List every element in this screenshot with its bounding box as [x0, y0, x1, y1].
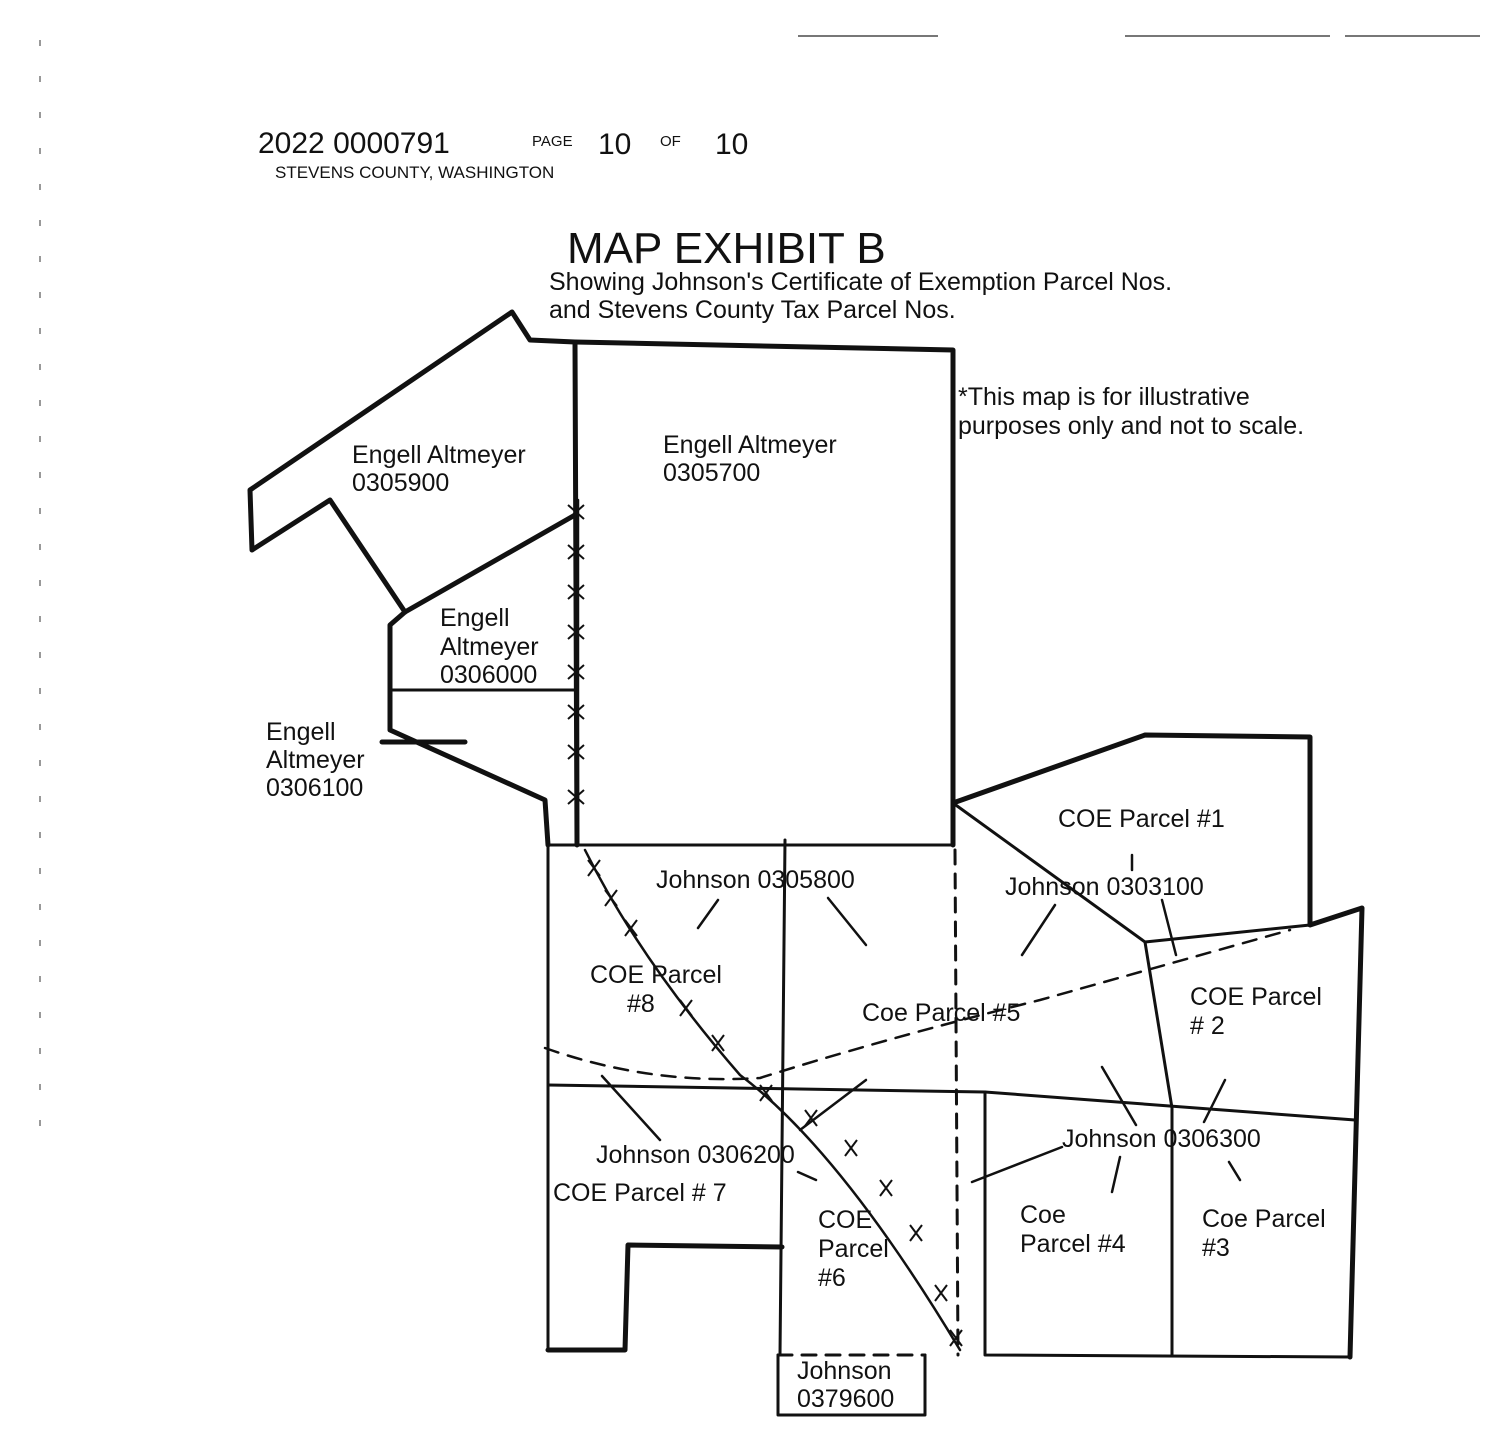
parcel-label-0379600: Johnson 0379600 [797, 1357, 894, 1413]
svg-text:0305700: 0305700 [663, 459, 760, 487]
parcel-boundaries [247, 309, 1365, 1417]
parcel-label-0303100: Johnson 0303100 [1005, 873, 1204, 901]
recording-number: 2022 0000791 [258, 127, 450, 160]
map-note-1: *This map is for illustrative [958, 383, 1250, 411]
hatch-marks [567, 504, 963, 1347]
parcel-label-coe-6: COE Parcel #6 [818, 1206, 889, 1292]
svg-text:Parcel #4: Parcel #4 [1020, 1230, 1126, 1258]
svg-text:0306100: 0306100 [266, 774, 363, 802]
svg-text:Altmeyer: Altmeyer [440, 633, 539, 661]
parcel-label-0306100: Engell Altmeyer 0306100 [266, 718, 365, 802]
map-subtitle-2: and Stevens County Tax Parcel Nos. [549, 296, 956, 324]
svg-text:#8: #8 [627, 990, 655, 1018]
page-total: 10 [715, 128, 748, 161]
svg-text:0306000: 0306000 [440, 661, 537, 689]
map-subtitle-1: Showing Johnson's Certificate of Exempti… [549, 268, 1172, 296]
svg-text:# 2: # 2 [1190, 1012, 1225, 1040]
svg-text:Engell: Engell [440, 604, 510, 632]
leader-lines [600, 853, 1242, 1194]
map-note-2: purposes only and not to scale. [958, 412, 1304, 440]
parcel-label-coe-7: COE Parcel # 7 [553, 1179, 727, 1207]
county-label: STEVENS COUNTY, WASHINGTON [275, 163, 554, 182]
parcel-label-coe-3: Coe Parcel #3 [1202, 1205, 1326, 1262]
svg-text:Johnson: Johnson [797, 1357, 892, 1385]
parcel-label-0305900: Engell Altmeyer 0305900 [352, 441, 526, 497]
svg-text:Engell: Engell [266, 718, 336, 746]
parcel-label-coe-8: COE Parcel #8 [590, 961, 722, 1018]
map-title: MAP EXHIBIT B [567, 224, 886, 273]
svg-text:0305900: 0305900 [352, 469, 449, 497]
svg-text:Parcel: Parcel [818, 1235, 889, 1263]
page-word: PAGE [532, 133, 573, 150]
parcel-label-coe-1: COE Parcel #1 [1058, 805, 1225, 833]
svg-text:Altmeyer: Altmeyer [266, 746, 365, 774]
svg-text:COE: COE [818, 1206, 872, 1234]
svg-text:COE Parcel: COE Parcel [1190, 983, 1322, 1011]
parcel-label-0305800: Johnson 0305800 [656, 866, 855, 894]
parcel-label-0306000: Engell Altmeyer 0306000 [440, 604, 539, 689]
svg-text:Coe Parcel: Coe Parcel [1202, 1205, 1326, 1233]
svg-text:#3: #3 [1202, 1234, 1230, 1262]
svg-text:Coe: Coe [1020, 1201, 1066, 1229]
of-word: OF [660, 133, 681, 150]
svg-text:COE Parcel: COE Parcel [590, 961, 722, 989]
parcel-label-coe-2: COE Parcel # 2 [1190, 983, 1322, 1040]
page-number: 10 [598, 128, 631, 161]
scan-artifacts [39, 35, 1480, 1150]
parcel-label-coe-5: Coe Parcel #5 [862, 999, 1020, 1027]
parcel-label-coe-4: Coe Parcel #4 [1020, 1201, 1126, 1258]
svg-text:0379600: 0379600 [797, 1385, 894, 1413]
parcel-label-0305700: Engell Altmeyer 0305700 [663, 431, 837, 487]
parcel-label-0306300: Johnson 0306300 [1062, 1125, 1261, 1153]
parcel-label-0306200: Johnson 0306200 [596, 1141, 795, 1169]
svg-text:#6: #6 [818, 1264, 846, 1292]
svg-text:Engell Altmeyer: Engell Altmeyer [663, 431, 837, 459]
svg-text:Engell Altmeyer: Engell Altmeyer [352, 441, 526, 469]
